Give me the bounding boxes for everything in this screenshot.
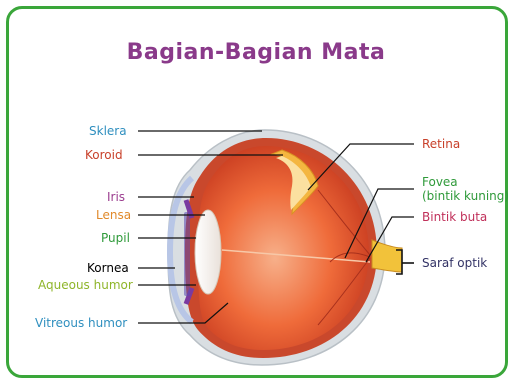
label-vitreous-humor: Vitreous humor (35, 316, 127, 330)
lens (195, 210, 221, 294)
iris-band (184, 212, 190, 296)
label-saraf-optik: Saraf optik (422, 256, 487, 270)
label-retina: Retina (422, 137, 460, 151)
label-koroid: Koroid (85, 148, 123, 162)
label-bintik-buta: Bintik buta (422, 210, 487, 224)
label-lensa: Lensa (96, 208, 131, 222)
label-kornea: Kornea (87, 261, 129, 275)
label-fovea: Fovea (422, 175, 458, 189)
label-iris: Iris (107, 190, 125, 204)
label-sklera: Sklera (89, 124, 127, 138)
label-fovea-sub: (bintik kuning) (422, 189, 509, 203)
label-pupil: Pupil (101, 231, 130, 245)
label-aqueous-humor: Aqueous humor (38, 278, 133, 292)
